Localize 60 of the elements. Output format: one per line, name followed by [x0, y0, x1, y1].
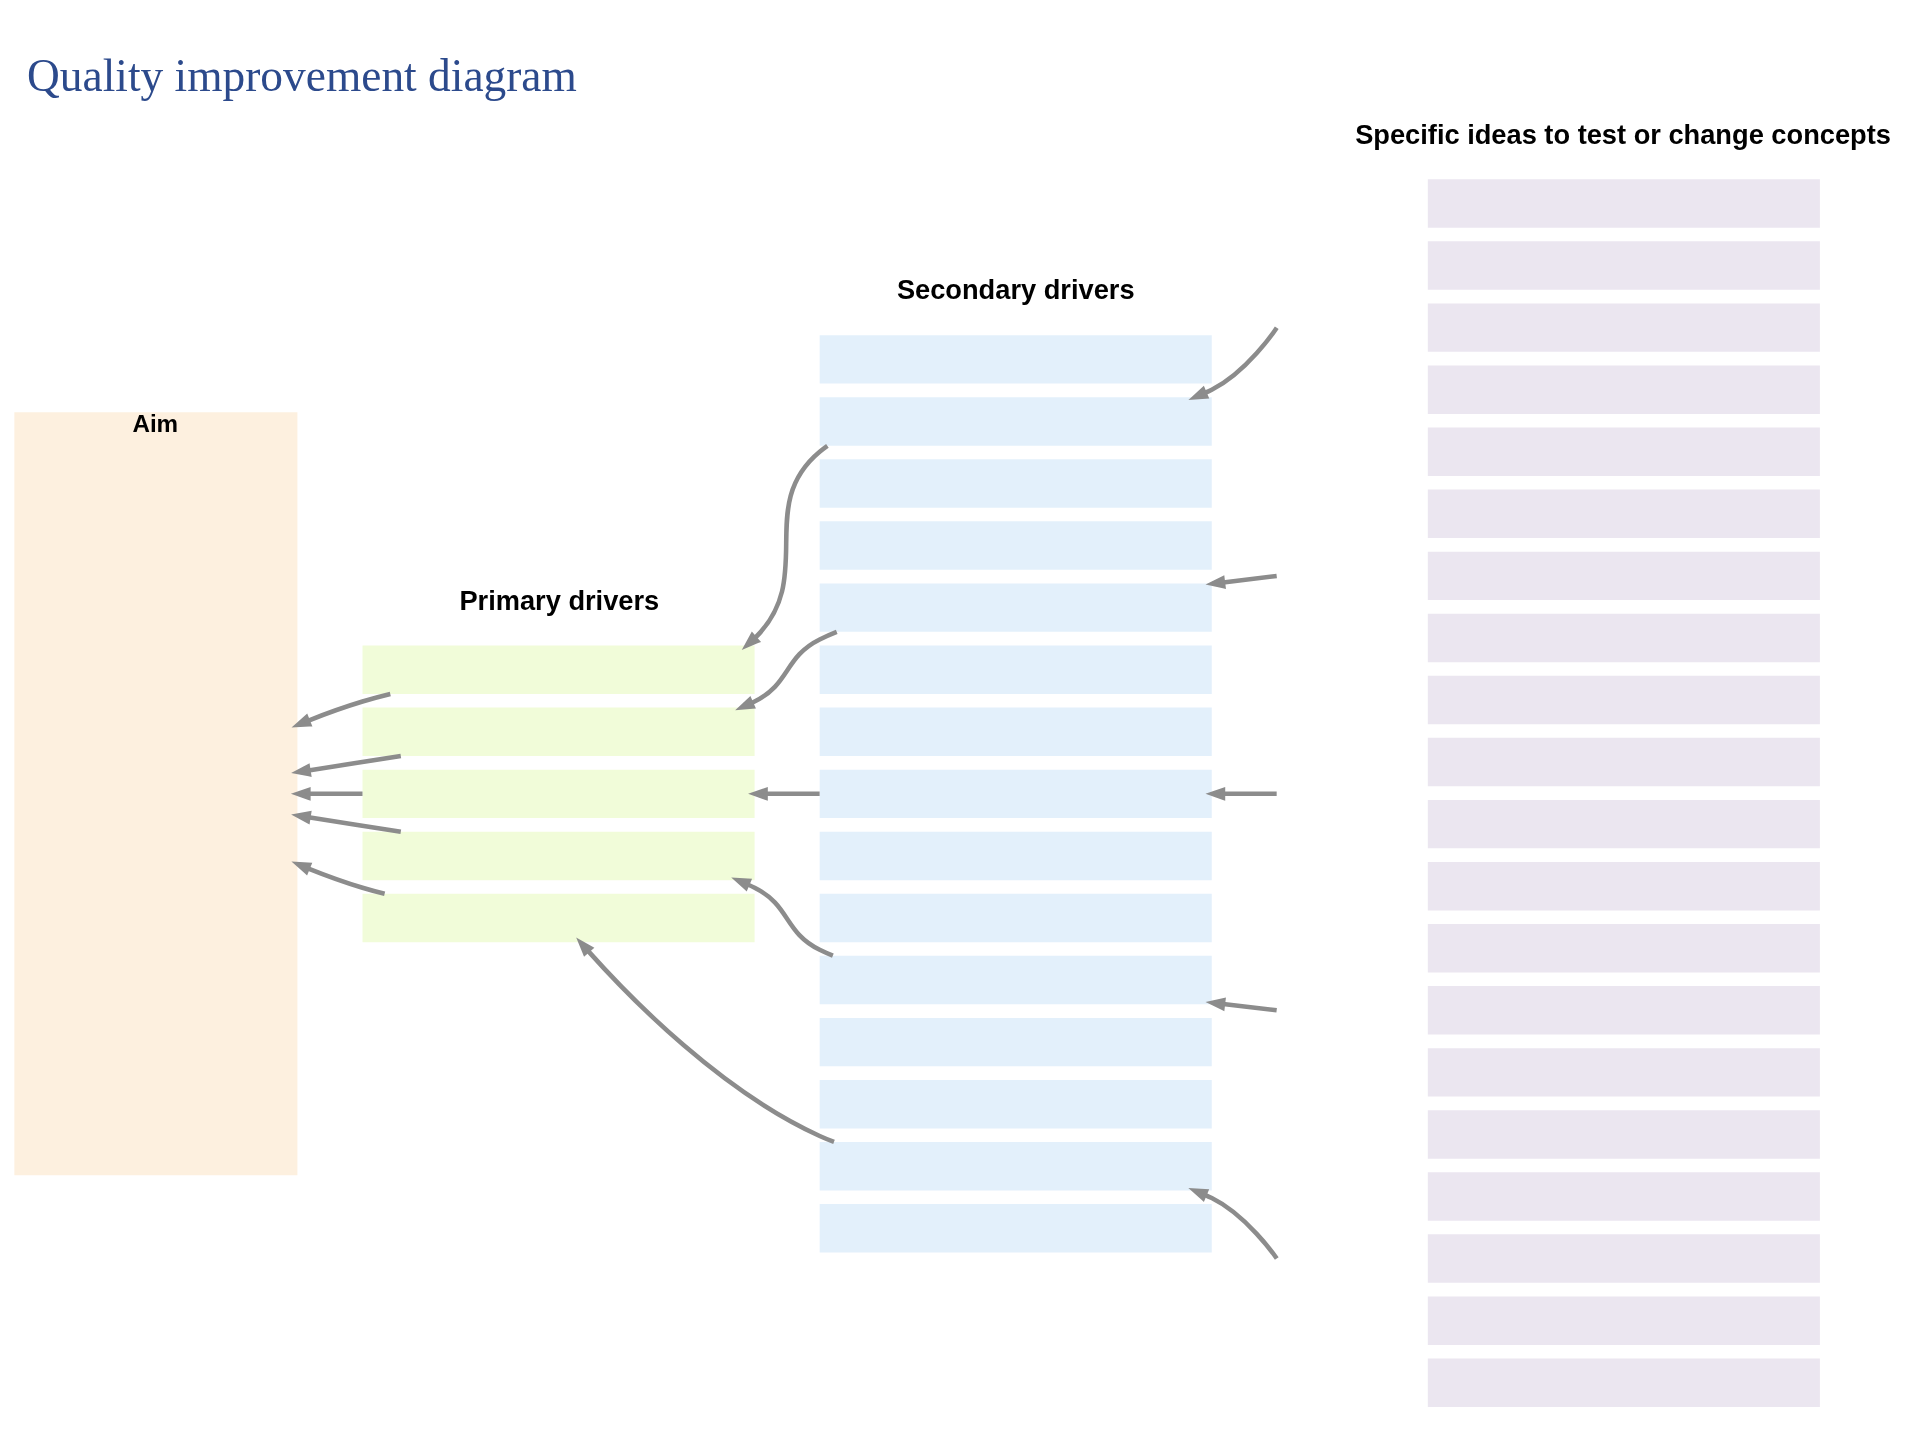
node-box [1427, 737, 1820, 787]
node-box [819, 1079, 1212, 1129]
node-box [819, 707, 1212, 756]
node-box [1427, 179, 1820, 228]
node-box [362, 645, 755, 694]
arrow [291, 691, 391, 728]
node-box [1427, 675, 1820, 725]
node-box [362, 769, 755, 819]
diagram-title: Quality improvement diagram [27, 51, 577, 102]
node-box [1427, 489, 1820, 538]
arrow [290, 786, 363, 801]
node-box [819, 831, 1212, 881]
node-box [1427, 799, 1820, 849]
node-box [819, 459, 1212, 508]
arrow [576, 937, 835, 1145]
node-box [819, 397, 1212, 446]
label: Secondary drivers [896, 274, 1135, 306]
node-box [819, 521, 1212, 570]
arrow [291, 753, 402, 777]
node-box [1427, 241, 1820, 290]
node-box [819, 769, 1212, 819]
node-box [819, 583, 1212, 632]
label: Specific ideas to test or change concepts [1355, 118, 1891, 150]
node-box [1427, 1234, 1820, 1283]
arrow [1205, 786, 1277, 801]
arrow [1188, 326, 1279, 400]
node-box [1427, 924, 1820, 973]
node-box [1427, 551, 1820, 601]
node-box [1427, 1048, 1820, 1097]
node-box [1427, 1358, 1820, 1407]
node-box [1427, 1110, 1820, 1159]
arrow [735, 629, 838, 711]
arrow [291, 861, 386, 896]
node-box [1427, 1172, 1820, 1221]
node-box [362, 893, 755, 943]
node-box: Aim [14, 412, 298, 1176]
node-box [819, 1142, 1212, 1191]
arrow [731, 877, 834, 958]
node-box [1427, 365, 1820, 414]
node-box [1427, 986, 1820, 1035]
arrow [748, 786, 820, 801]
node-box [1427, 861, 1820, 911]
node-box [819, 955, 1212, 1005]
arrow [1188, 1187, 1279, 1260]
node-box [1427, 303, 1820, 352]
arrow [291, 810, 402, 834]
node-box [819, 893, 1212, 943]
node-box [819, 1204, 1212, 1253]
node-box [362, 707, 755, 756]
arrow [741, 444, 829, 650]
node-box [1427, 613, 1820, 663]
node-box [1427, 427, 1820, 476]
node-box [362, 831, 755, 881]
node-box [819, 1017, 1212, 1067]
node-box [819, 335, 1212, 384]
label: Primary drivers [459, 584, 660, 616]
node-box [819, 645, 1212, 694]
node-box [1427, 1296, 1820, 1345]
arrow [1205, 573, 1277, 590]
arrow [1205, 997, 1277, 1013]
